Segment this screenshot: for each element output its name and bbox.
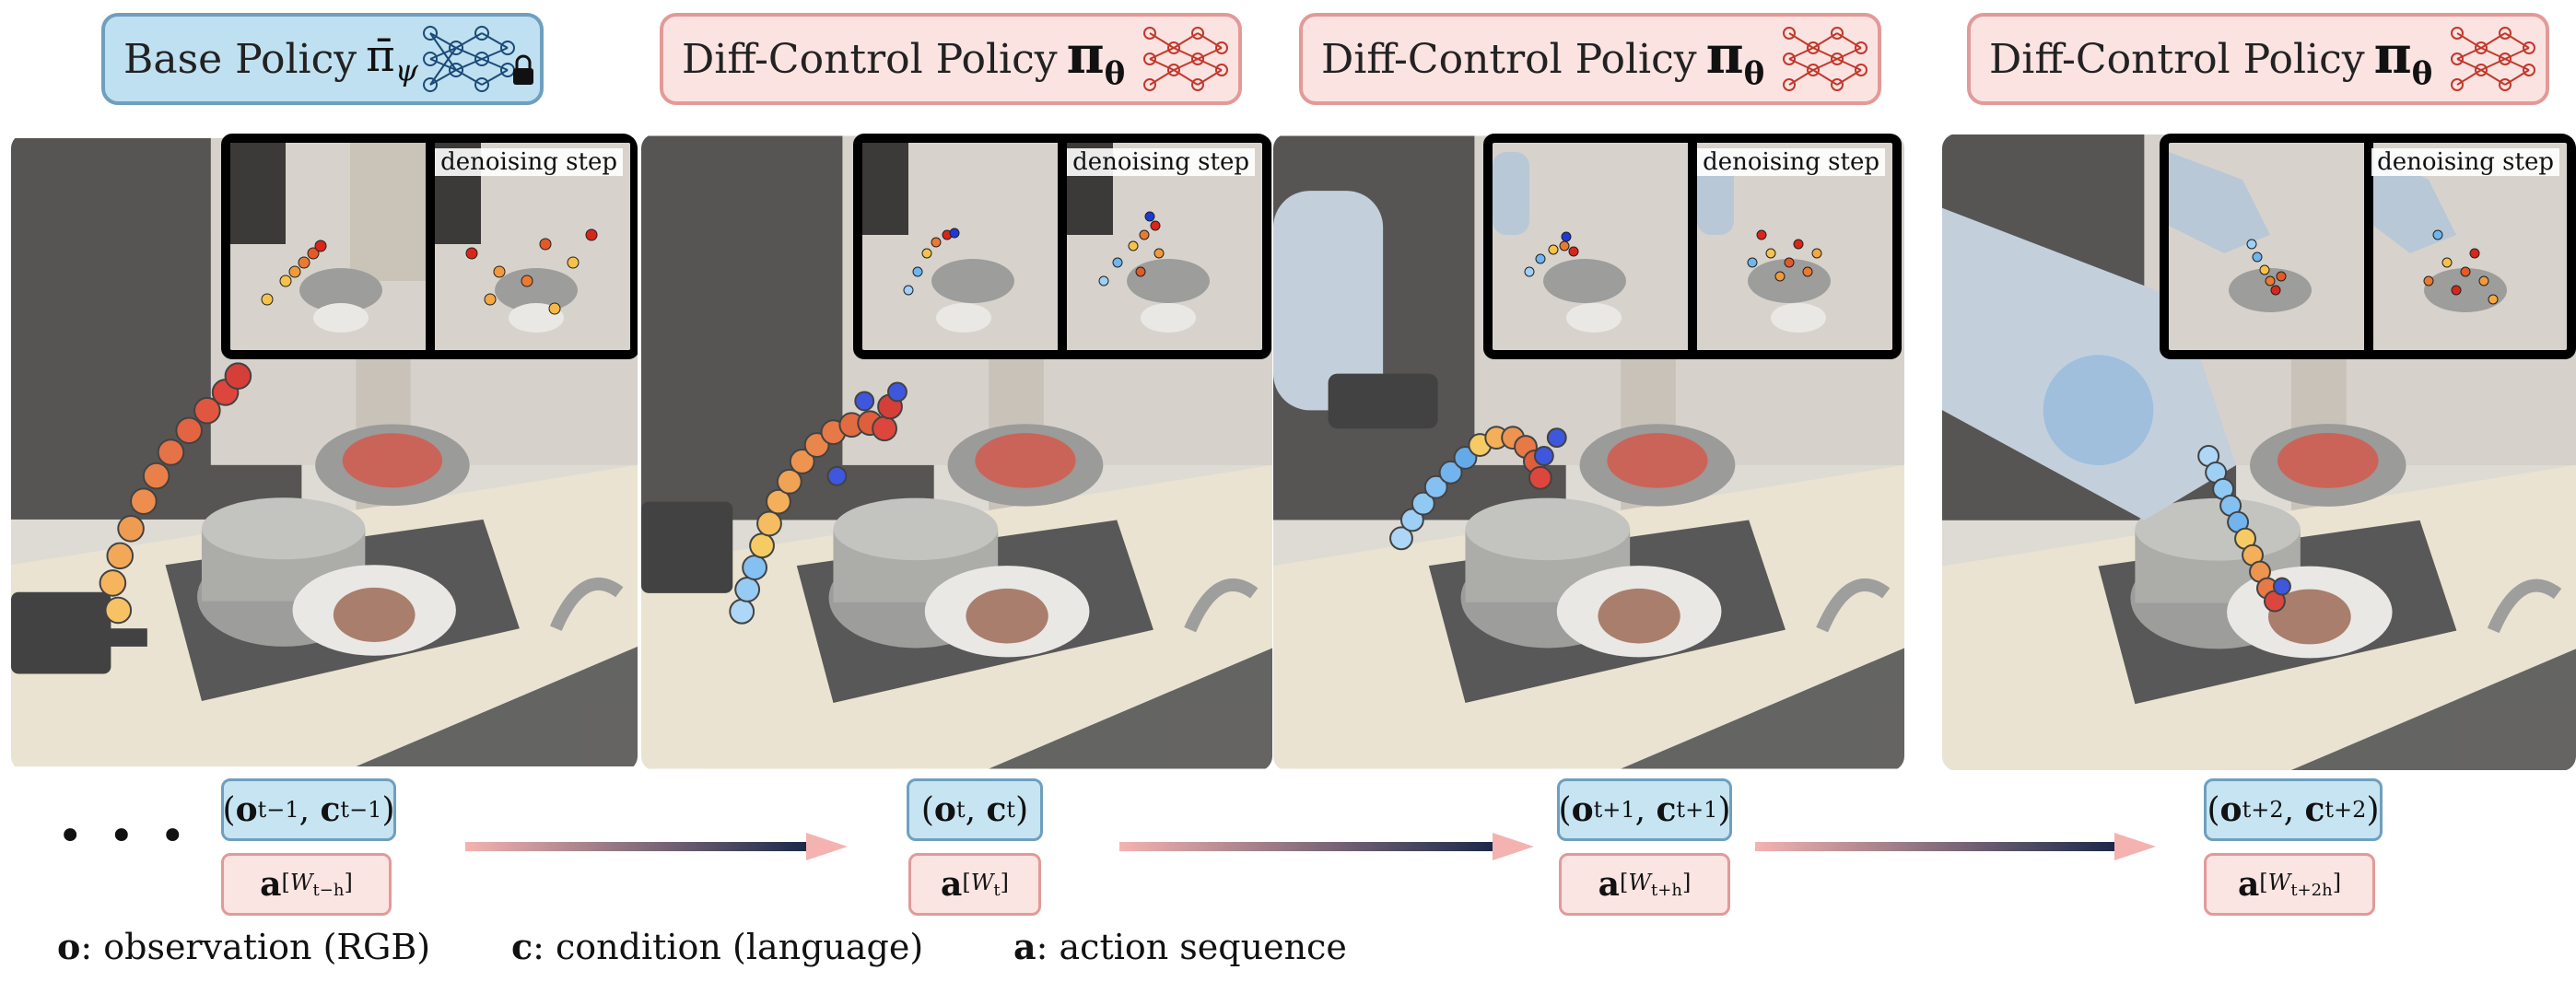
legend-observation: o: observation (RGB) — [57, 926, 431, 967]
denoising-step-label: denoising step — [2371, 148, 2559, 176]
denoising-step-label: denoising step — [1697, 148, 1885, 176]
inset-end-frame — [2373, 143, 2567, 350]
action-box-t-plus-1: a[Wt+h] — [1559, 853, 1730, 916]
kitchen-scene-image — [11, 134, 638, 771]
timeline-arrow-3 — [1755, 833, 2156, 860]
kitchen-scene-image — [1942, 134, 2576, 771]
legend-action: a: action sequence — [1013, 926, 1347, 967]
robot-gripper — [11, 591, 147, 674]
diff-control-symbol: πθ — [1066, 25, 1126, 93]
inset-end-frame — [1697, 143, 1892, 350]
inset-start-frame — [862, 143, 1058, 350]
denoising-step-label: denoising step — [1067, 148, 1255, 176]
timeline-arrow-1 — [465, 833, 848, 860]
scene-panel-3: denoising step — [1273, 134, 1904, 771]
denoising-inset: denoising step — [2160, 134, 2576, 359]
neural-net-icon — [1783, 27, 1868, 91]
scene-panel-4: denoising step — [1942, 134, 2576, 771]
kitchen-scene-image — [641, 134, 1272, 771]
action-box-t: a[Wt] — [908, 853, 1041, 916]
scene-panel-2: denoising step — [641, 134, 1272, 771]
action-trajectory — [1389, 426, 1567, 551]
diff-control-symbol: πθ — [1705, 25, 1765, 93]
robot-gripper — [641, 501, 733, 593]
action-box-t-minus-1: a[Wt−h] — [221, 853, 392, 916]
action-box-t-plus-2: a[Wt+2h] — [2204, 853, 2375, 916]
action-trajectory — [729, 381, 907, 625]
inset-end-frame — [435, 143, 630, 350]
inset-start-frame — [230, 143, 426, 350]
denoising-step-label: denoising step — [435, 148, 623, 176]
diff-control-label: Diff-Control Policy — [1321, 35, 1697, 83]
denoising-inset: denoising step — [1483, 134, 1902, 359]
base-policy-label: Base Policy — [123, 35, 357, 83]
lock-icon — [513, 54, 533, 85]
action-trajectory — [99, 362, 252, 625]
legend-condition: c: condition (language) — [511, 926, 924, 967]
neural-net-icon — [2451, 27, 2535, 91]
denoising-inset: denoising step — [853, 134, 1271, 359]
neural-net-icon — [1143, 27, 1228, 91]
action-trajectory — [2197, 445, 2291, 613]
base-policy-symbol: π̄ψ — [366, 29, 418, 88]
diff-control-symbol: πθ — [2373, 25, 2433, 93]
diff-control-label: Diff-Control Policy — [682, 35, 1058, 83]
scene-panel-1: denoising step — [11, 134, 638, 771]
timeline-arrows — [465, 833, 2156, 860]
base-policy-header: Base Policy π̄ψ — [101, 13, 544, 105]
timeline-arrow-2 — [1119, 833, 1534, 860]
diff-control-label: Diff-Control Policy — [1989, 35, 2365, 83]
inset-start-frame — [1493, 143, 1688, 350]
neural-net-icon — [423, 26, 533, 92]
denoising-inset: denoising step — [221, 134, 638, 359]
kitchen-scene-image — [1273, 134, 1904, 771]
ellipsis: • • • — [57, 811, 192, 862]
inset-start-frame — [2169, 143, 2364, 350]
robot-arm — [1273, 191, 1438, 429]
robot-arm — [1942, 207, 2237, 520]
